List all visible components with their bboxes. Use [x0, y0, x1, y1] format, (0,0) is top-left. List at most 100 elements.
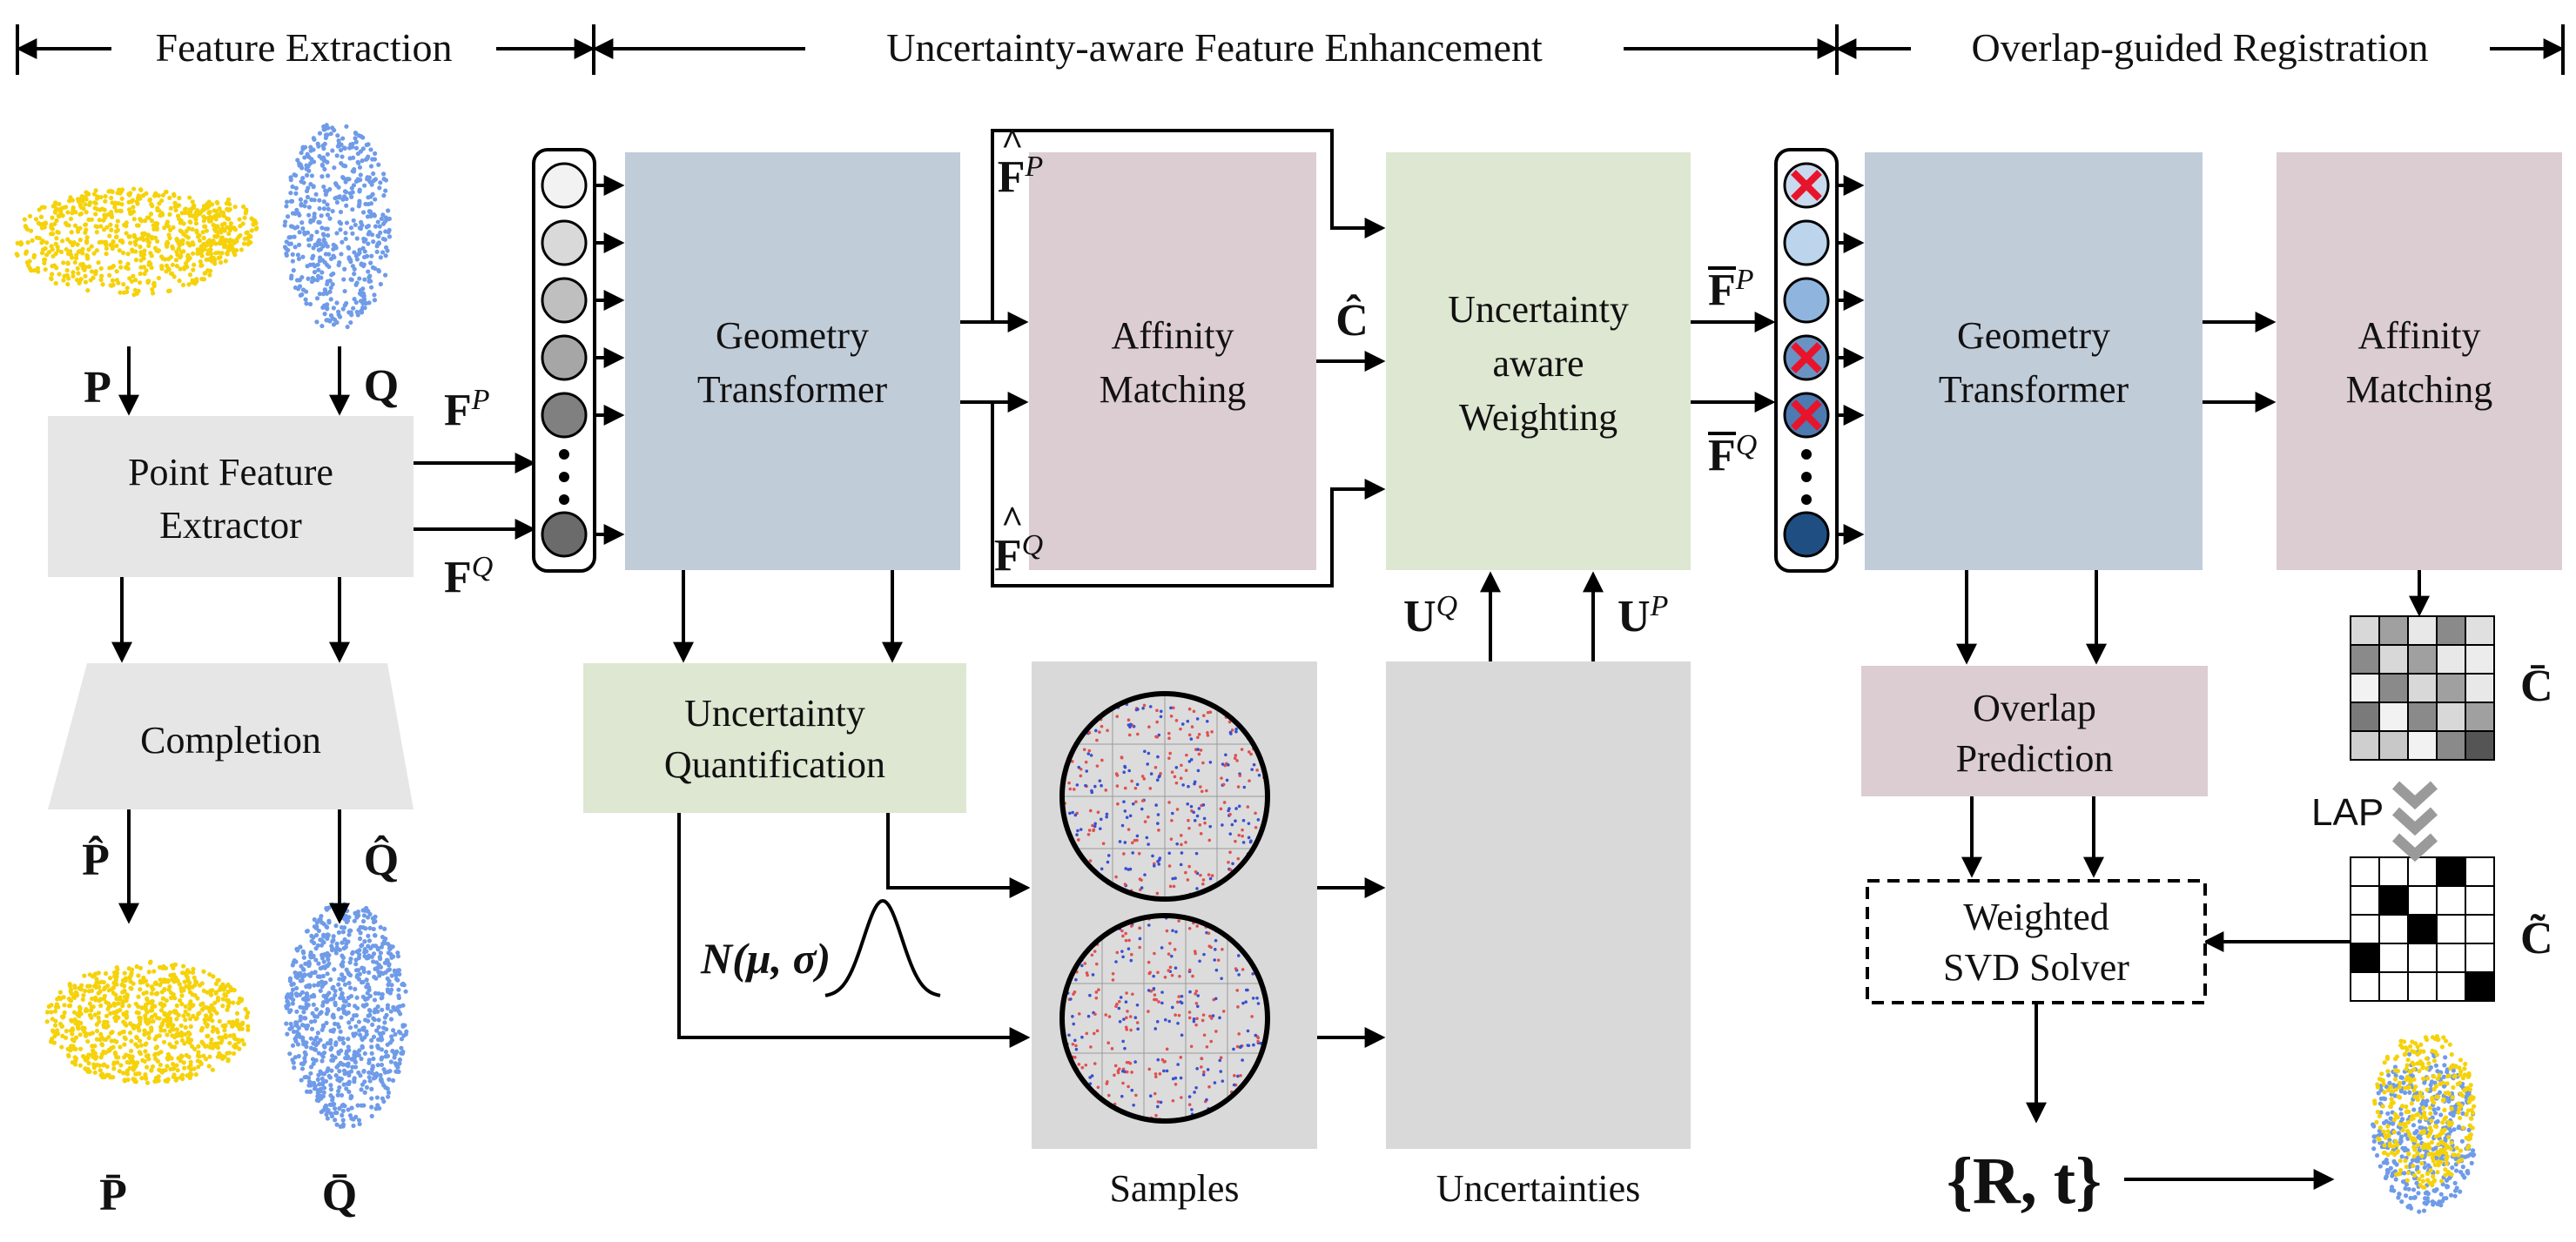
svd-label-1: Weighted: [1963, 896, 2109, 938]
weighting-label-3: Weighting: [1459, 396, 1618, 439]
feature-token: [541, 334, 588, 381]
matrix-cell: [2436, 885, 2466, 916]
matrix-cell: [2378, 673, 2409, 703]
symbol-c-tilde: C̃: [2520, 913, 2553, 963]
matrix-cell: [2436, 914, 2466, 944]
feature-token: [541, 162, 588, 209]
matrix-cell: [2350, 673, 2380, 703]
symbol-fp-bar: FP: [1708, 264, 1754, 315]
cross-mark: [1791, 399, 1822, 431]
matrix-cell: [2407, 730, 2438, 761]
svd-label-2: SVD Solver: [1943, 946, 2129, 989]
distribution-label: N(μ, σ): [700, 934, 831, 983]
matrix-cell: [2350, 856, 2380, 887]
header-feature-extraction: Feature Extraction: [155, 25, 452, 70]
matrix-cell: [2407, 615, 2438, 646]
ellipsis-dot: [1801, 449, 1812, 460]
matrix-cell: [2407, 885, 2438, 916]
matrix-cell: [2436, 702, 2466, 732]
matrix-cell: [2378, 856, 2409, 887]
completion-label: Completion: [140, 719, 321, 762]
matrix-cell: [2407, 914, 2438, 944]
matrix-cell: [2465, 730, 2495, 761]
matrix-cell: [2407, 943, 2438, 973]
cloud-p-tip: [178, 197, 259, 260]
matrix-cell: [2465, 644, 2495, 675]
overlap-prediction-box: [1861, 666, 2208, 796]
matrix-cell: [2436, 673, 2466, 703]
header-bar: [16, 24, 2565, 75]
uncertainties-panel: [1386, 661, 1691, 1149]
matrix-cell: [2350, 971, 2380, 1002]
uncertainty-aware-weighting-box: [1386, 152, 1691, 570]
matrix-cell: [2465, 702, 2495, 732]
cloud-q: [282, 123, 393, 330]
ellipsis-dot: [1801, 494, 1812, 505]
header-enhancement: Uncertainty-aware Feature Enhancement: [886, 25, 1543, 70]
point-feature-extractor-box: [48, 416, 414, 577]
matrix-cell: [2436, 856, 2466, 887]
matrix-cell: [2436, 971, 2466, 1002]
matrix-cell: [2378, 914, 2409, 944]
completion-box: [48, 663, 414, 809]
symbol-up: UP: [1618, 590, 1668, 641]
matrix-cell: [2407, 856, 2438, 887]
hat-mark-fp: ^: [1001, 121, 1024, 164]
ellipsis-dot: [559, 494, 569, 505]
geometry-transformer-label-2b: Transformer: [1939, 368, 2129, 411]
cloud-p-bar: [44, 959, 251, 1085]
weighting-label-2: aware: [1492, 342, 1584, 385]
matrix-cell: [2378, 971, 2409, 1002]
symbol-q: Q: [364, 361, 399, 411]
matrix-cell: [2378, 702, 2409, 732]
sample-circle-2: [1059, 913, 1270, 1124]
uncertainties-caption: Uncertainties: [1436, 1167, 1641, 1210]
hard-correspondence-matrix: [2350, 856, 2495, 1002]
gaussian-curve: [824, 898, 941, 997]
feature-token: [541, 277, 588, 324]
symbol-uq: UQ: [1403, 590, 1457, 641]
affinity-matching-label-1a: Affinity: [1112, 314, 1234, 357]
matrix-cell: [2436, 615, 2466, 646]
result-rt: {R, t}: [1947, 1145, 2102, 1218]
matrix-cell: [2407, 702, 2438, 732]
sample-cell: [1216, 848, 1268, 899]
point-feature-extractor-label-1: Point Feature: [128, 451, 333, 493]
symbol-p-hat: P̂: [82, 835, 110, 885]
feature-tokens: [541, 162, 625, 558]
symbol-c-hat: Ĉ: [1335, 293, 1369, 346]
matrix-cell: [2407, 673, 2438, 703]
matrix-cell: [2378, 730, 2409, 761]
matrix-cell: [2465, 943, 2495, 973]
matrix-cell: [2350, 644, 2380, 675]
weighted-token: [1783, 511, 1830, 558]
matrix-cell: [2350, 615, 2380, 646]
cloud-q-bar: [284, 902, 409, 1129]
weighted-tokens: [1783, 162, 1865, 558]
matrix-cell: [2436, 730, 2466, 761]
geometry-transformer-box-2: [1865, 152, 2203, 570]
feature-token: [541, 392, 588, 439]
feature-token: [541, 219, 588, 266]
matrix-cell: [2350, 943, 2380, 973]
matrix-cell: [2378, 885, 2409, 916]
symbol-fq: FQ: [444, 551, 493, 602]
uncertainty-quantification-label-1: Uncertainty: [684, 692, 865, 735]
overlap-prediction-label-1: Overlap: [1973, 687, 2096, 729]
geometry-transformer-box-1: [625, 152, 960, 570]
matrix-cell: [2350, 885, 2380, 916]
symbol-q-hat: Q̂: [364, 835, 399, 885]
matrix-cell: [2465, 971, 2495, 1002]
uncertainty-quantification-box: [583, 663, 966, 813]
matrix-cell: [2465, 885, 2495, 916]
lap-label: LAP: [2311, 791, 2384, 834]
matrix-cell: [2350, 730, 2380, 761]
weighting-label-1: Uncertainty: [1448, 288, 1629, 331]
samples-caption: Samples: [1109, 1167, 1239, 1210]
matrix-cell: [2465, 673, 2495, 703]
matrix-cell: [2465, 856, 2495, 887]
matrix-cell: [2436, 943, 2466, 973]
affinity-matching-box-1: [1029, 152, 1316, 570]
symbol-fp-hat: FP: [998, 151, 1044, 202]
registered-cloud-p: [2372, 1034, 2477, 1190]
